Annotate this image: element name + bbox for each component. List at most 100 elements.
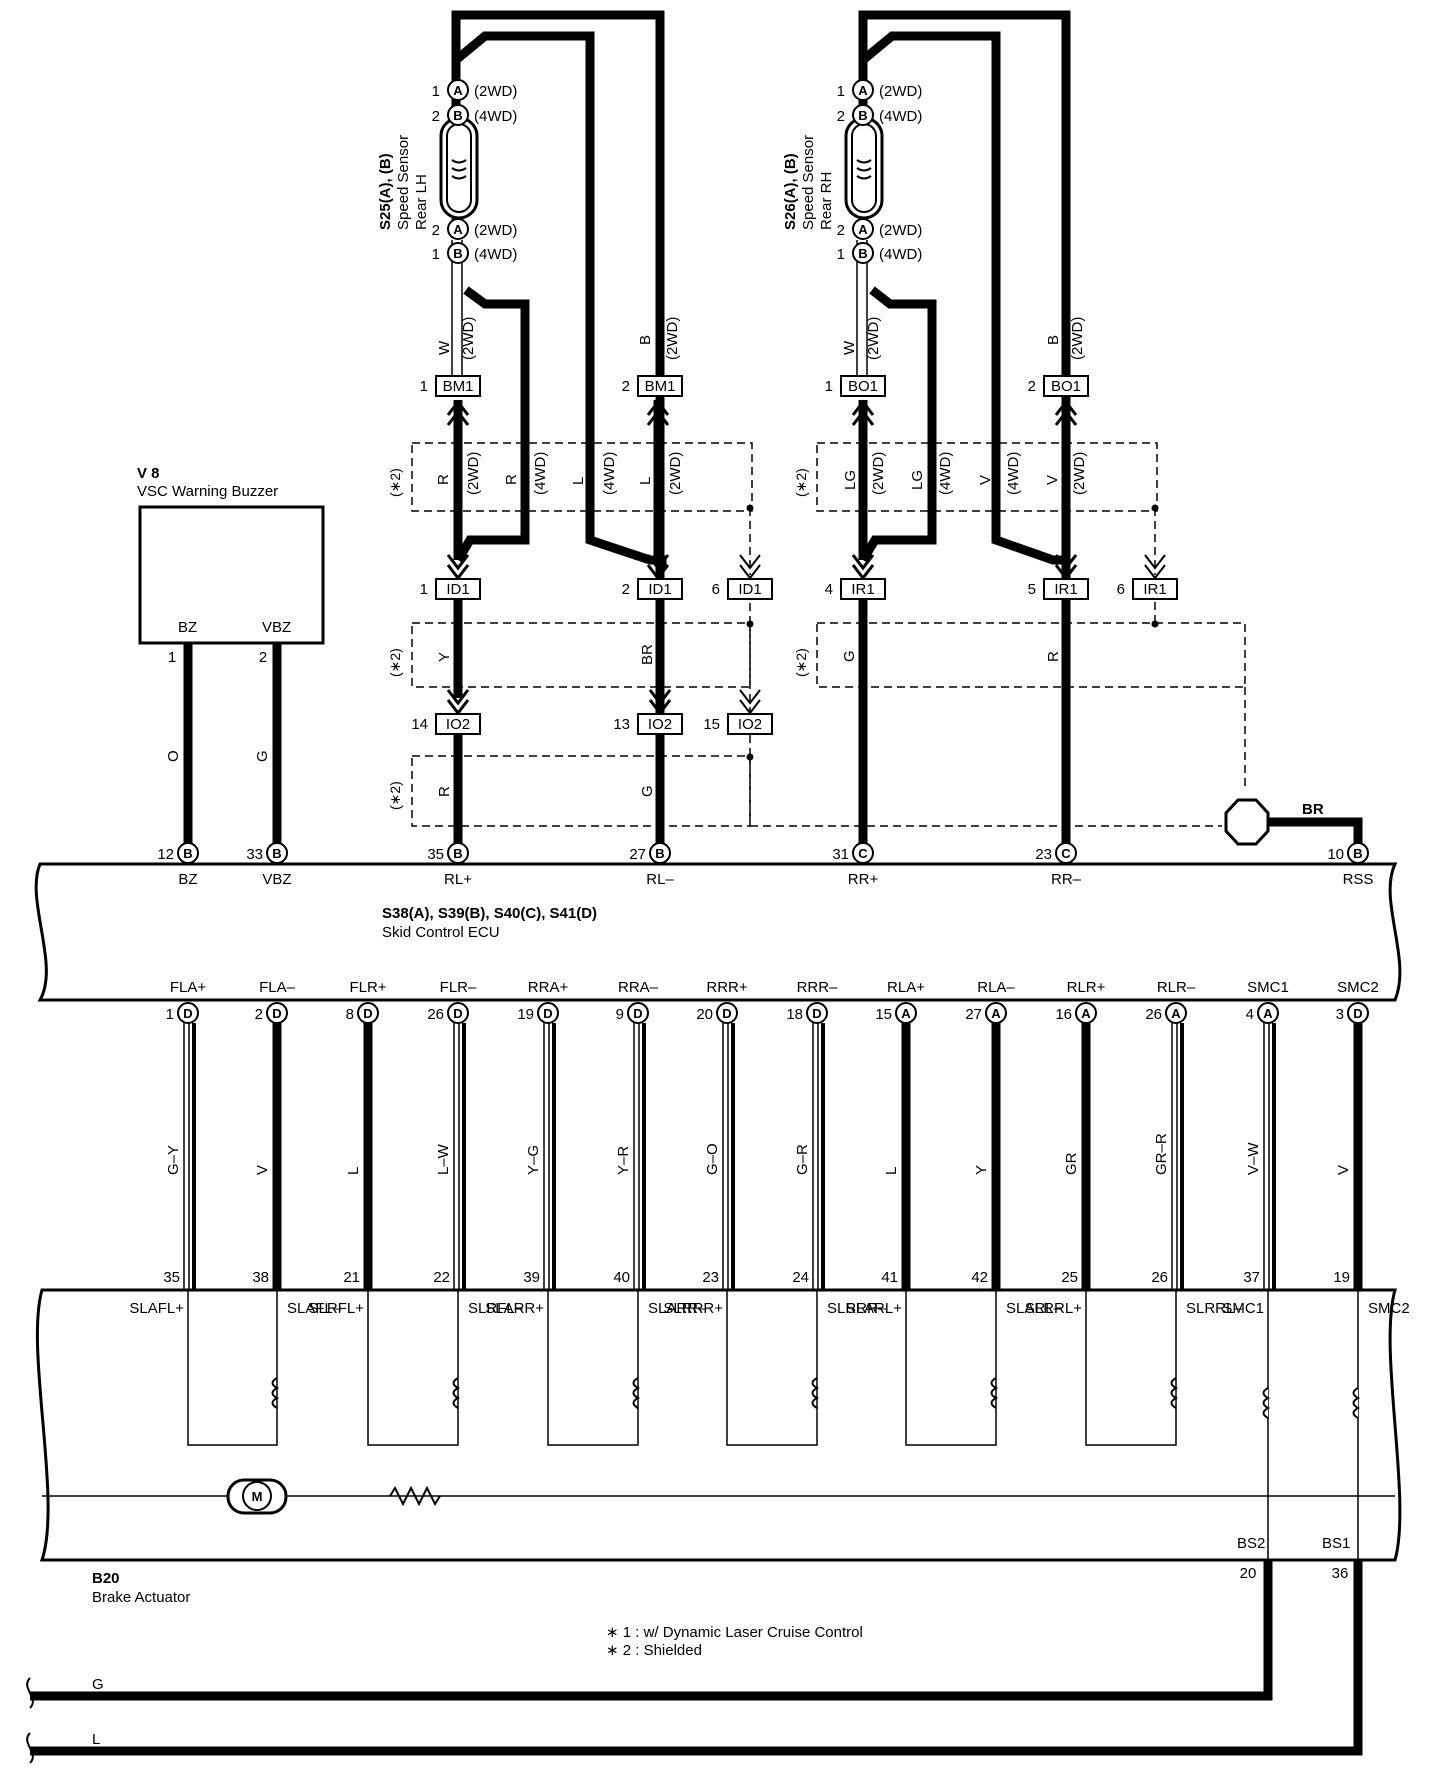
ecu-top-terminals: B12BZB33VBZB35RL+B27RL–C31RR+C23RR–B10RS…	[157, 842, 1373, 888]
wire-RRA–: Y–R	[615, 1023, 646, 1290]
svg-text:5: 5	[1028, 581, 1036, 598]
svg-text:2: 2	[622, 378, 630, 395]
svg-text:Y: Y	[436, 652, 453, 662]
shield-dots	[746, 504, 1159, 761]
sensor-lh-label: S25(A), (B) Speed Sensor Rear LH	[377, 135, 430, 230]
svg-text:B: B	[453, 846, 462, 861]
wire-RRR+: G–O	[704, 1023, 735, 1290]
svg-text:1: 1	[420, 581, 428, 598]
svg-text:20: 20	[1240, 1565, 1257, 1582]
wire-SMC1: V–W	[1245, 1023, 1276, 1290]
svg-text:39: 39	[523, 1269, 540, 1286]
wire-RRA+: Y–G	[525, 1023, 556, 1290]
svg-text:RR+: RR+	[848, 871, 879, 888]
ecu-bottom-terminals: FLA+D1FLA–D2FLR+D8FLR–D26RRA+D19RRA–D9RR…	[166, 979, 1379, 1024]
svg-text:S38(A), S39(B), S40(C), S41(D): S38(A), S39(B), S40(C), S41(D)	[382, 905, 597, 922]
svg-text:1: 1	[420, 378, 428, 395]
solenoid-5	[905, 1290, 999, 1446]
svg-text:A: A	[453, 83, 463, 98]
svg-text:26: 26	[1145, 1006, 1162, 1023]
svg-text:BO1: BO1	[848, 378, 878, 395]
svg-text:Rear RH: Rear RH	[818, 172, 835, 230]
svg-text:SLRFL–: SLRFL–	[468, 1300, 524, 1317]
svg-text:(4WD): (4WD)	[532, 452, 549, 495]
svg-text:FLA–: FLA–	[259, 979, 296, 996]
svg-text:BR: BR	[639, 644, 656, 665]
svg-text:L–W: L–W	[435, 1143, 452, 1175]
svg-text:IO2: IO2	[648, 716, 672, 733]
svg-text:RRA+: RRA+	[528, 979, 569, 996]
svg-text:(4WD): (4WD)	[474, 108, 517, 125]
svg-text:R: R	[1045, 651, 1062, 662]
svg-text:G–O: G–O	[704, 1143, 721, 1175]
svg-text:B: B	[858, 108, 867, 123]
smc-solenoid-1	[1262, 1290, 1271, 1560]
svg-text:IO2: IO2	[446, 716, 470, 733]
svg-text:2: 2	[432, 222, 440, 239]
svg-text:V: V	[254, 1165, 271, 1175]
svg-text:A: A	[1171, 1006, 1181, 1021]
svg-text:FLR–: FLR–	[440, 979, 477, 996]
svg-text:(2WD): (2WD)	[1071, 452, 1088, 495]
svg-text:19: 19	[1333, 1269, 1350, 1286]
svg-text:RLR–: RLR–	[1157, 979, 1196, 996]
svg-text:(∗2): (∗2)	[387, 468, 403, 497]
svg-text:22: 22	[433, 1269, 450, 1286]
svg-text:ID1: ID1	[446, 581, 469, 598]
svg-text:D: D	[272, 1006, 281, 1021]
svg-text:C: C	[858, 846, 868, 861]
svg-text:2: 2	[837, 222, 845, 239]
svg-text:L: L	[92, 1731, 100, 1748]
svg-text:L: L	[345, 1167, 362, 1175]
svg-text:BS2: BS2	[1237, 1535, 1265, 1552]
svg-text:(2WD): (2WD)	[465, 452, 482, 495]
svg-text:A: A	[901, 1006, 911, 1021]
svg-text:(2WD): (2WD)	[474, 222, 517, 239]
svg-text:A: A	[1081, 1006, 1091, 1021]
svg-text:A: A	[858, 83, 868, 98]
ecu-terminal-FLA+: FLA+D1	[166, 979, 206, 1024]
svg-text:4: 4	[1246, 1006, 1254, 1023]
wire-FLA–: V	[254, 1023, 282, 1290]
svg-text:BZ: BZ	[178, 619, 197, 636]
shield-boxes	[411, 442, 1246, 827]
svg-text:SLRRL+: SLRRL+	[1025, 1300, 1082, 1317]
svg-text:G: G	[841, 650, 858, 662]
svg-text:A: A	[1263, 1006, 1273, 1021]
svg-text:RR–: RR–	[1051, 871, 1082, 888]
svg-text:1: 1	[837, 83, 845, 100]
speed-sensor-rear-rh: A B A B 1 2 2 1 (2WD) (4WD) (2WD) (4WD) …	[782, 10, 1071, 885]
svg-text:14: 14	[411, 716, 428, 733]
svg-text:GR: GR	[1063, 1152, 1080, 1175]
svg-text:Y–R: Y–R	[615, 1146, 632, 1175]
bus-lines: 20 36 G L	[26, 1560, 1363, 1764]
svg-text:(2WD): (2WD)	[460, 317, 477, 360]
svg-text:26: 26	[1151, 1269, 1168, 1286]
svg-text:(2WD): (2WD)	[1069, 317, 1086, 360]
svg-text:(∗2): (∗2)	[793, 648, 809, 677]
svg-text:∗ 1 : w/ Dynamic Laser Cruise: ∗ 1 : w/ Dynamic Laser Cruise Control	[606, 1624, 863, 1641]
connector-io2_a: IO2 14	[411, 713, 481, 735]
svg-text:Speed Sensor: Speed Sensor	[395, 135, 412, 230]
svg-text:4: 4	[825, 581, 833, 598]
wire-FLA+: G–Y	[165, 1023, 196, 1290]
svg-text:6: 6	[712, 581, 720, 598]
ecu-terminal-RLR–: RLR– A 26	[1145, 979, 1196, 1024]
svg-text:SLRFL+: SLRFL+	[309, 1300, 365, 1317]
svg-text:(2WD): (2WD)	[870, 452, 887, 495]
svg-text:GR–R: GR–R	[1153, 1133, 1170, 1175]
svg-text:2: 2	[837, 108, 845, 125]
svg-text:D: D	[1353, 1006, 1362, 1021]
svg-text:B: B	[1045, 335, 1062, 345]
svg-text:D: D	[812, 1006, 821, 1021]
svg-text:BM1: BM1	[443, 378, 474, 395]
svg-text:Brake Actuator: Brake Actuator	[92, 1589, 190, 1606]
sensor-rh-label: S26(A), (B) Speed Sensor Rear RH	[782, 135, 835, 230]
